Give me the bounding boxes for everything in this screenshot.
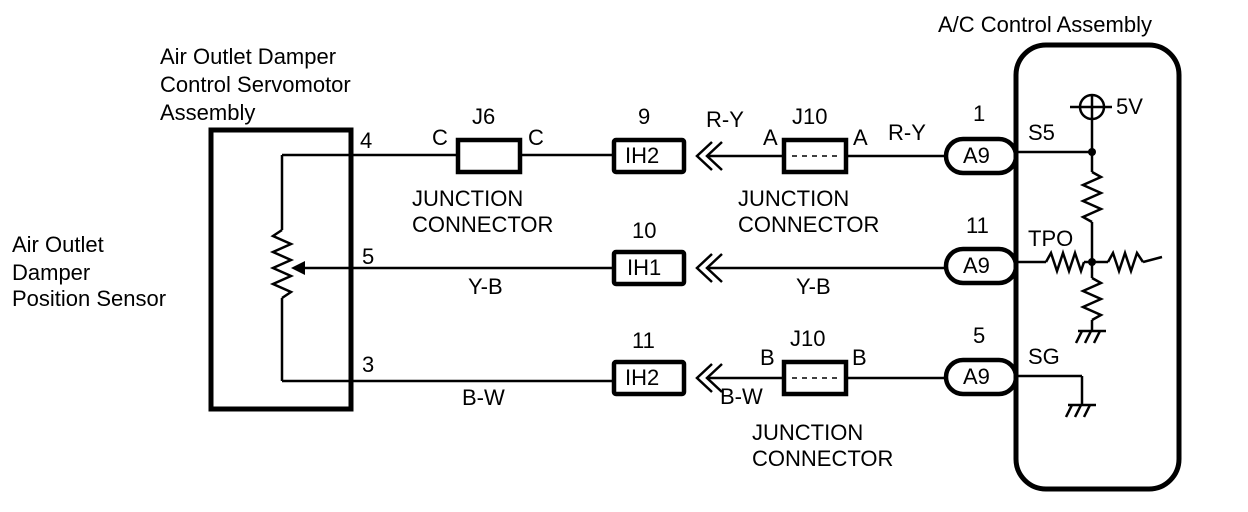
j10-bottom-right-terminal: B xyxy=(852,345,867,370)
position-sensor-potentiometer xyxy=(269,153,351,383)
j10-top-right-terminal: A xyxy=(853,125,868,150)
supply-5v-icon xyxy=(1070,93,1112,152)
wire-color-bottom-mid: B-W xyxy=(720,384,763,409)
ac-connector-a9-middle-label: A9 xyxy=(963,253,990,278)
sensor-label-line-2: Damper xyxy=(12,260,90,285)
j6-left-terminal: C xyxy=(432,125,448,150)
j6-caption-line-2: CONNECTOR xyxy=(412,212,553,237)
ground-icon xyxy=(1074,329,1106,344)
j6-id: J6 xyxy=(472,104,495,129)
j10-bottom-id: J10 xyxy=(790,326,825,351)
junction-j6 xyxy=(455,137,523,175)
connector-ih1 xyxy=(611,249,687,287)
j6-caption-line-1: JUNCTION xyxy=(412,186,523,211)
j10-top-id: J10 xyxy=(792,104,827,129)
ac-terminal-tpo: TPO xyxy=(1028,226,1073,251)
wiper-arrow-icon xyxy=(291,261,305,275)
wire-color-top-right: R-Y xyxy=(888,120,926,145)
sensor-label-line-3: Position Sensor xyxy=(12,286,166,311)
ac-terminal-s5: S5 xyxy=(1028,120,1055,145)
ac-control-assembly-box xyxy=(1013,42,1182,492)
ac-terminal-sg: SG xyxy=(1028,344,1060,369)
pullup-resistor xyxy=(1079,170,1105,224)
servomotor-label-line-2: Control Servomotor xyxy=(160,72,351,97)
wire-color-bottom-left: B-W xyxy=(462,385,505,410)
j10-top-caption-line-2: CONNECTOR xyxy=(738,212,879,237)
ac-connector-a9-top-label: A9 xyxy=(963,143,990,168)
supply-voltage: 5V xyxy=(1116,94,1143,119)
ac-control-assembly-label: A/C Control Assembly xyxy=(938,12,1152,37)
j10-top-left-terminal: A xyxy=(763,125,778,150)
connector-ih2-bottom-label: IH2 xyxy=(625,365,659,390)
servomotor-label-line-1: Air Outlet Damper xyxy=(160,44,336,69)
servomotor-label-line-3: Assembly xyxy=(160,100,255,125)
servo-pin-5: 5 xyxy=(362,244,374,269)
connector-ih2-top-pin: 9 xyxy=(638,104,650,129)
tpo-resistor xyxy=(1044,249,1086,275)
ac-pin-5: 5 xyxy=(973,323,985,348)
servo-pin-3: 3 xyxy=(362,352,374,377)
ac-pin-1: 1 xyxy=(973,101,985,126)
output-resistor xyxy=(1106,249,1145,275)
j10-top-caption-line-1: JUNCTION xyxy=(738,186,849,211)
wire-color-top-mid: R-Y xyxy=(706,107,744,132)
connector-ih2-bottom-pin: 11 xyxy=(632,328,655,353)
wire-color-middle-left: Y-B xyxy=(468,274,503,299)
j10-bottom-caption-line-2: CONNECTOR xyxy=(752,446,893,471)
connector-ih1-pin: 10 xyxy=(632,218,656,243)
servomotor-box xyxy=(208,127,354,412)
servo-pin-4: 4 xyxy=(360,128,372,153)
connector-ih2-bottom xyxy=(611,359,687,397)
connector-ih2-top xyxy=(611,137,687,175)
ac-connector-a9-bottom-label: A9 xyxy=(963,364,990,389)
ground-icon xyxy=(1064,403,1096,418)
wire-color-middle-right: Y-B xyxy=(796,274,831,299)
connector-ih1-label: IH1 xyxy=(627,255,661,280)
j10-bottom-caption-line-1: JUNCTION xyxy=(752,420,863,445)
connector-ih2-top-label: IH2 xyxy=(625,143,659,168)
ac-pin-11: 11 xyxy=(966,213,989,238)
j6-right-terminal: C xyxy=(528,125,544,150)
j10-bottom-left-terminal: B xyxy=(760,345,775,370)
sensor-label-line-1: Air Outlet xyxy=(12,232,104,257)
pulldown-resistor xyxy=(1079,276,1105,322)
